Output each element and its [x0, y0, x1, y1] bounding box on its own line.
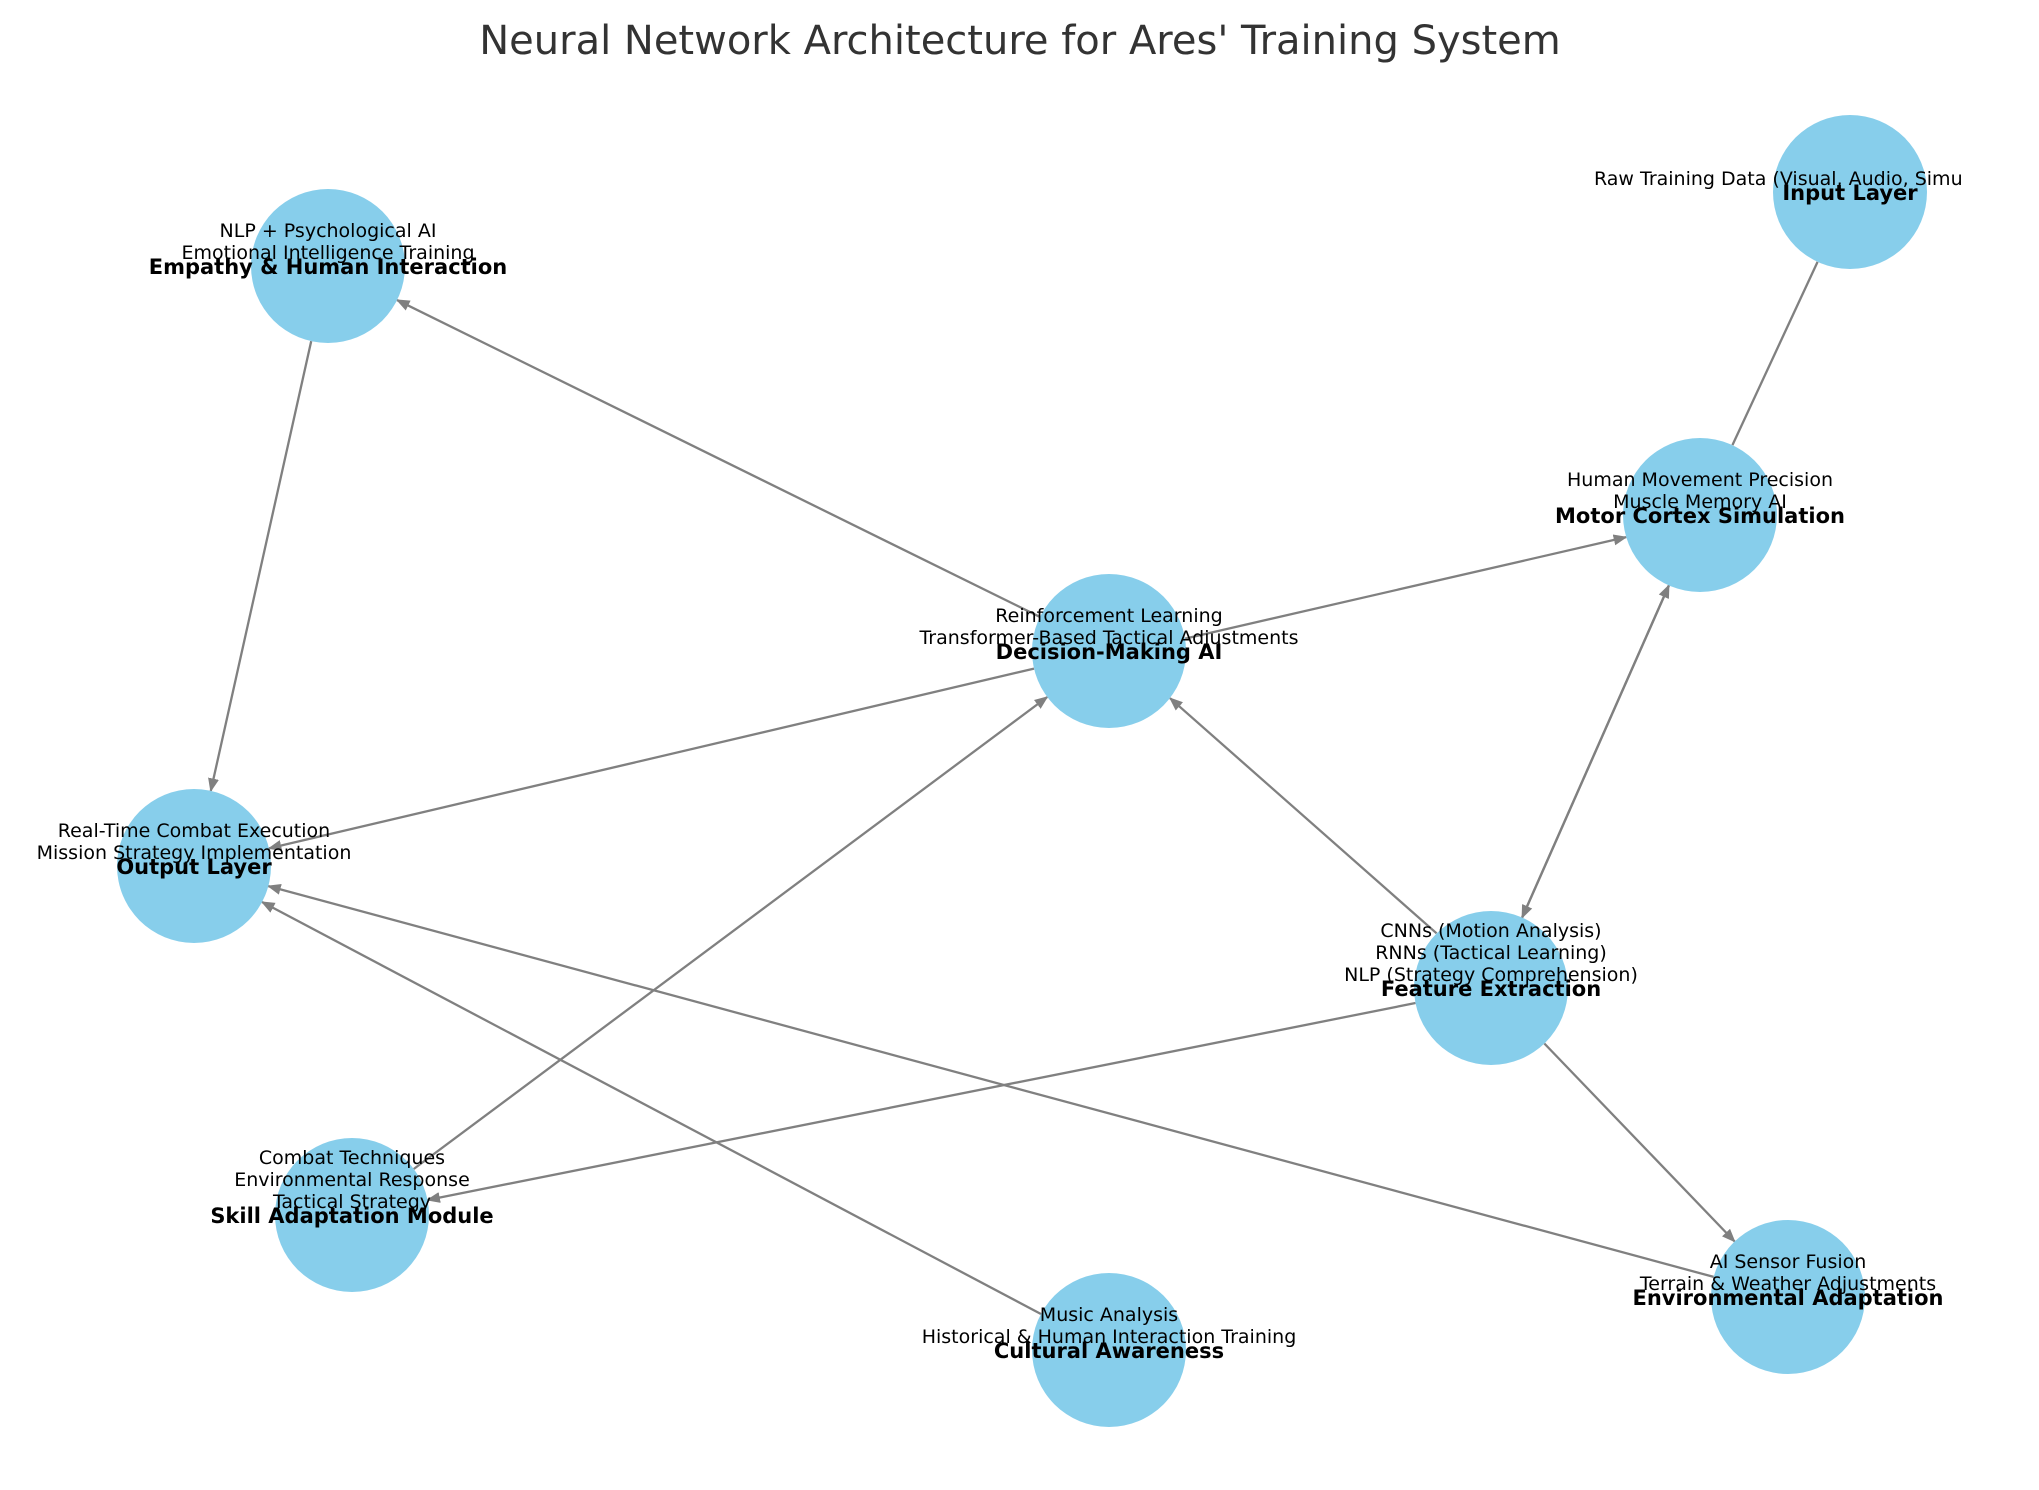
node-output-desc-1: Mission Strategy Implementation [37, 842, 352, 864]
node-skill-desc-0: Combat Techniques [259, 1147, 445, 1169]
edge-decision-to-output [267, 667, 1035, 851]
edge-cultural-to-output [260, 900, 1042, 1316]
node-motor-desc-0: Human Movement Precision [1567, 469, 1833, 491]
node-skill-desc-2: Tactical Strategy [272, 1191, 431, 1213]
node-motor [1623, 438, 1777, 592]
node-empathy-desc-0: NLP + Psychological AI [220, 220, 437, 242]
labels-layer: Raw Training Data (Visual, Audio, SimuIn… [37, 168, 1963, 1363]
node-skill [275, 1138, 429, 1292]
node-feature-desc-0: CNNs (Motion Analysis) [1380, 920, 1601, 942]
diagram-title: Neural Network Architecture for Ares' Tr… [479, 18, 1561, 64]
node-empathy-label: Empathy & Human Interaction [149, 255, 508, 279]
node-motor-desc-1: Muscle Memory AI [1613, 491, 1787, 513]
node-feature-label: Feature Extraction [1381, 977, 1601, 1001]
node-output [117, 789, 271, 943]
node-environment-desc-1: Terrain & Weather Adjustments [1639, 1273, 1936, 1295]
node-skill-label: Skill Adaptation Module [210, 1204, 493, 1228]
edge-feature-to-decision [1169, 697, 1438, 935]
edge-input-to-motor [1731, 261, 1819, 446]
node-environment-label: Environmental Adaptation [1632, 1286, 1943, 1310]
edge-decision-to-motor [1184, 534, 1628, 640]
node-feature-desc-1: RNNs (Tactical Learning) [1375, 942, 1607, 964]
edge-feature-to-skill [426, 1001, 1416, 1203]
nodes-layer [117, 115, 1927, 1427]
edge-skill-to-decision [413, 696, 1049, 1170]
node-decision-desc-0: Reinforcement Learning [995, 605, 1222, 627]
node-skill-desc-1: Environmental Response [234, 1169, 470, 1191]
node-empathy [251, 189, 405, 343]
edge-feature-to-motor [1521, 584, 1670, 919]
node-cultural-desc-1: Historical & Human Interaction Training [922, 1326, 1297, 1348]
node-cultural [1032, 1273, 1186, 1427]
node-empathy-desc-1: Emotional Intelligence Training [181, 242, 474, 264]
node-output-desc-0: Real-Time Combat Execution [58, 820, 330, 842]
node-decision [1032, 574, 1186, 728]
node-decision-label: Decision-Making AI [996, 640, 1223, 664]
node-input-label: Input Layer [1782, 181, 1918, 205]
edge-decision-to-empathy [395, 299, 1041, 618]
edge-feature-to-environment [1543, 1042, 1736, 1243]
node-cultural-desc-0: Music Analysis [1040, 1304, 1178, 1326]
edges-layer [208, 261, 1819, 1316]
edge-empathy-to-output [208, 340, 313, 793]
node-input [1773, 115, 1927, 269]
node-environment-desc-0: AI Sensor Fusion [1710, 1251, 1867, 1273]
node-feature-desc-2: NLP (Strategy Comprehension) [1344, 964, 1638, 986]
node-motor-label: Motor Cortex Simulation [1555, 504, 1845, 528]
node-cultural-label: Cultural Awareness [994, 1339, 1224, 1363]
node-decision-desc-1: Transformer-Based Tactical Adjustments [918, 627, 1298, 649]
node-environment [1711, 1220, 1865, 1374]
edge-environment-to-output [266, 884, 1714, 1279]
node-output-label: Output Layer [116, 855, 272, 879]
node-input-desc-0: Raw Training Data (Visual, Audio, Simu [1594, 168, 1963, 190]
node-feature [1414, 911, 1568, 1065]
